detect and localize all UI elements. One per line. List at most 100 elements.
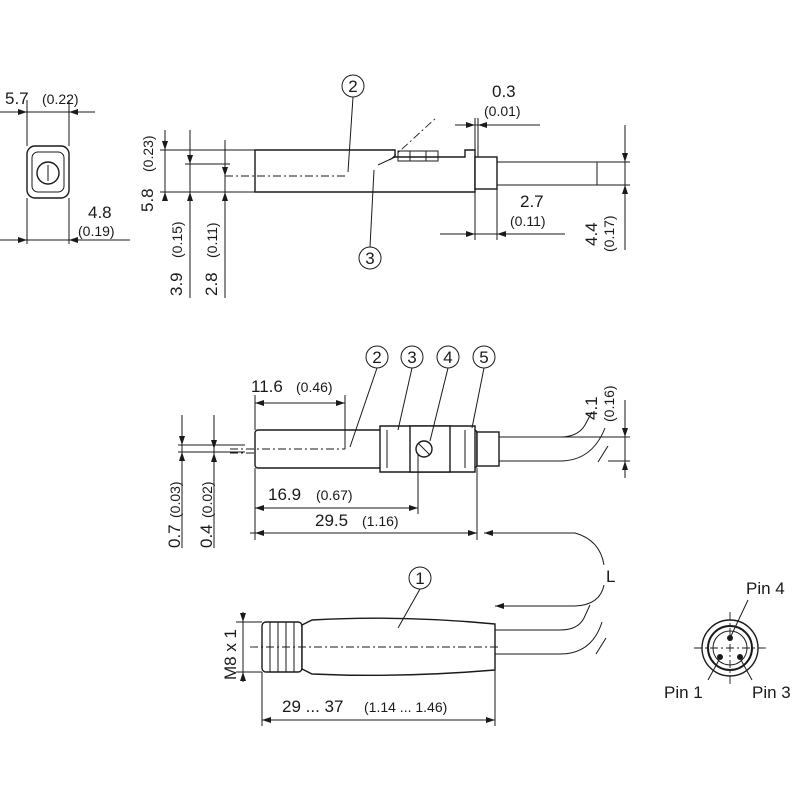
front-width-inch: (0.22)	[42, 91, 79, 107]
arrow	[179, 436, 185, 445]
top-cable-value: 4.1	[582, 396, 601, 420]
side-callout-2: 2	[348, 77, 357, 96]
top-view: 2 3 4 5 11.6 (0.46) 4.1 (0.16) 16.9 (0.	[165, 345, 630, 609]
arrow	[466, 231, 475, 237]
top-len2-value: 16.9	[268, 485, 301, 504]
side-leader-3	[369, 169, 375, 248]
side-housing	[254, 149, 476, 193]
side-cable	[497, 161, 598, 186]
side-axis2-value: 2.8	[202, 272, 221, 296]
arrow	[484, 530, 493, 536]
arrow	[69, 237, 78, 243]
arrow	[336, 400, 345, 406]
connector-len-inch: (1.14 ... 1.46)	[364, 699, 447, 715]
arrow	[240, 613, 246, 622]
top-leader-5	[471, 367, 485, 429]
top-len1-inch: (0.46)	[296, 379, 333, 395]
top-leader-3	[397, 367, 413, 431]
arrow	[622, 185, 628, 194]
top-callout-2: 2	[372, 348, 381, 367]
side-axis2-inch: (0.11)	[204, 222, 220, 258]
cable-length-upper	[484, 532, 605, 566]
top-len1-value: 11.6	[251, 377, 283, 396]
pin-1-label: Pin 1	[664, 683, 703, 702]
arrow	[162, 141, 168, 150]
top-len3-inch: (1.16)	[362, 513, 399, 529]
arrow	[222, 167, 228, 176]
pin-4-label: Pin 4	[746, 579, 785, 598]
top-cable-inch: (0.16)	[601, 385, 617, 422]
pin-4-contact	[727, 635, 733, 641]
side-cable-value: 4.4	[582, 222, 601, 246]
arrow	[187, 155, 193, 164]
arrow	[222, 192, 228, 201]
top-len2-inch: (0.67)	[316, 487, 353, 503]
top-off1-value: 0.7	[165, 524, 184, 548]
side-gap-inch: (0.01)	[484, 103, 521, 119]
arrow	[486, 717, 495, 723]
side-collar-value: 2.7	[520, 192, 544, 211]
connector-len-value: 29 ... 37	[282, 697, 343, 716]
top-callout-4: 4	[443, 348, 452, 367]
arrow	[622, 153, 628, 162]
side-angle-axis	[389, 116, 438, 161]
pin-4-leader	[730, 599, 749, 637]
arrow	[255, 400, 264, 406]
pinout-ring	[707, 625, 753, 671]
connector-cable-lower	[495, 621, 603, 655]
side-gap-value: 0.3	[492, 82, 516, 101]
front-depth-inch: (0.19)	[78, 223, 115, 239]
side-collar	[474, 156, 498, 190]
arrow	[211, 440, 217, 449]
pin-3-label: Pin 3	[752, 683, 791, 702]
arrow	[69, 109, 78, 115]
cable-length-label: L	[606, 567, 615, 586]
pinout-view: Pin 4 Pin 1 Pin 3	[664, 579, 791, 702]
front-width-value: 5.7	[5, 89, 29, 108]
top-cable-lower	[499, 427, 606, 462]
connector-cable-break	[595, 637, 607, 655]
front-inner	[31, 151, 65, 193]
top-callout-3: 3	[407, 348, 416, 367]
pin-1-leader	[707, 659, 720, 681]
arrow	[240, 672, 246, 681]
side-leader-2	[347, 96, 354, 173]
arrow	[18, 109, 27, 115]
pin-3-contact	[737, 654, 743, 660]
top-off1-inch: (0.03)	[167, 481, 183, 518]
arrow	[211, 453, 217, 462]
top-screw-slot	[417, 442, 431, 456]
arrow	[478, 122, 487, 128]
arrow	[187, 192, 193, 201]
side-axis1-value: 3.9	[167, 272, 186, 296]
arrow	[262, 717, 271, 723]
pin-3-leader	[740, 659, 753, 681]
side-height-inch: (0.23)	[140, 135, 156, 172]
arrow	[255, 505, 264, 511]
arrow	[409, 505, 418, 511]
connector-leader-1	[397, 588, 421, 629]
side-screw	[397, 150, 439, 162]
arrow	[255, 530, 264, 536]
side-cable-inch: (0.17)	[601, 215, 617, 252]
arrow	[162, 192, 168, 201]
cable-length-lower	[495, 584, 605, 607]
top-len3-value: 29.5	[315, 511, 348, 530]
arrow	[18, 237, 27, 243]
side-collar-inch: (0.11)	[510, 213, 546, 229]
top-callout-5: 5	[479, 348, 488, 367]
arrow	[495, 603, 504, 609]
side-view: 2 3 0.3 (0.01) 5.8 (0.23) 3.9 (0.15) 2.8…	[138, 74, 630, 298]
top-cable-upper	[499, 411, 593, 438]
top-leader-4	[429, 367, 449, 442]
front-depth-value: 4.8	[88, 203, 112, 222]
connector-thread-label: M8 x 1	[221, 629, 240, 680]
arrow	[622, 428, 628, 437]
front-view: 5.7 (0.22) 4.8 (0.19)	[0, 89, 130, 244]
side-callout-3: 3	[365, 249, 374, 268]
top-leader-2	[349, 367, 378, 448]
top-off2-inch: (0.02)	[199, 481, 215, 518]
arrow	[179, 452, 185, 461]
